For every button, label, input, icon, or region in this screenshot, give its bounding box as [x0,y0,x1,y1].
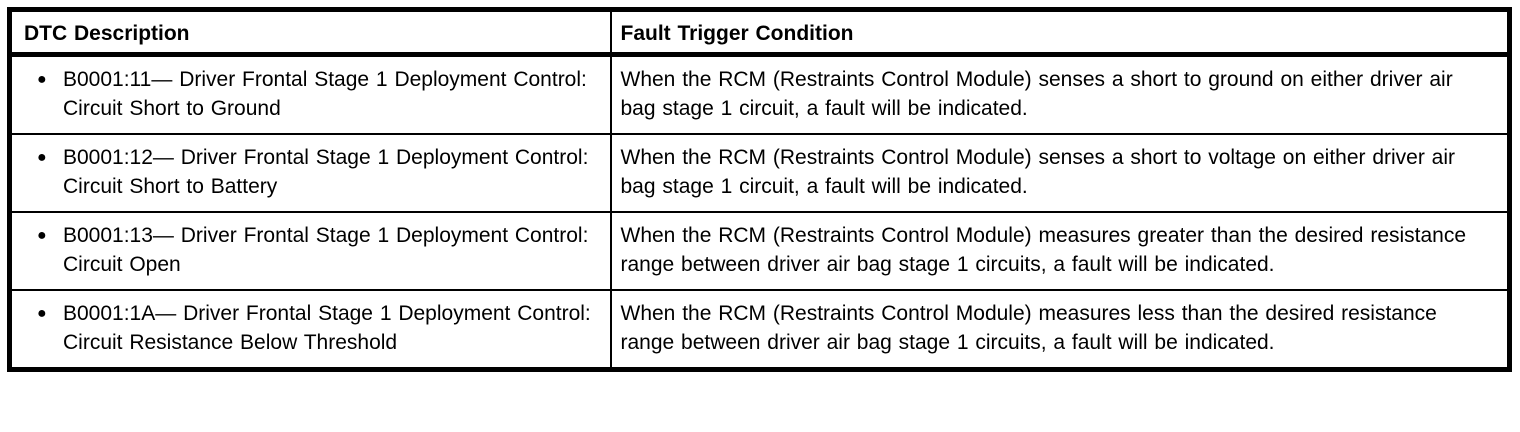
dtc-line: ● B0001:11— Driver Frontal Stage 1 Deploy… [37,65,602,123]
table-body: ● B0001:11— Driver Frontal Stage 1 Deploy… [9,53,1510,370]
bullet-icon: ● [37,227,47,244]
column-header-dtc-description: DTC Description [9,9,612,57]
fault-trigger-condition-cell: When the RCM (Restraints Control Module)… [610,211,1510,290]
bullet-icon: ● [37,71,47,88]
dtc-line: ● B0001:12— Driver Frontal Stage 1 Deploy… [37,143,602,201]
bullet-icon: ● [37,305,47,322]
dtc-description-cell: ● B0001:12— Driver Frontal Stage 1 Deploy… [9,133,612,212]
dtc-line: ● B0001:1A— Driver Frontal Stage 1 Deploy… [37,299,602,357]
table-row: ● B0001:12— Driver Frontal Stage 1 Deploy… [9,133,1510,212]
table-row: ● B0001:1A— Driver Frontal Stage 1 Deploy… [9,289,1510,370]
fault-trigger-condition-cell: When the RCM (Restraints Control Module)… [610,53,1510,134]
dtc-description-cell: ● B0001:1A— Driver Frontal Stage 1 Deploy… [9,289,612,370]
dtc-description-cell: ● B0001:11— Driver Frontal Stage 1 Deploy… [9,53,612,134]
dtc-description-text: B0001:12— Driver Frontal Stage 1 Deploym… [63,146,589,198]
column-header-fault-trigger-condition: Fault Trigger Condition [610,9,1510,57]
table-row: ● B0001:13— Driver Frontal Stage 1 Deploy… [9,211,1510,290]
table-header: DTC Description Fault Trigger Condition [9,9,1510,57]
dtc-fault-table: DTC Description Fault Trigger Condition … [7,7,1512,372]
dtc-description-text: B0001:11— Driver Frontal Stage 1 Deploym… [63,68,587,120]
dtc-description-text: B0001:1A— Driver Frontal Stage 1 Deploym… [63,302,591,354]
fault-trigger-condition-cell: When the RCM (Restraints Control Module)… [610,133,1510,212]
table-row: ● B0001:11— Driver Frontal Stage 1 Deploy… [9,53,1510,134]
fault-trigger-condition-cell: When the RCM (Restraints Control Module)… [610,289,1510,370]
dtc-description-text: B0001:13— Driver Frontal Stage 1 Deploym… [63,224,589,276]
dtc-line: ● B0001:13— Driver Frontal Stage 1 Deploy… [37,221,602,279]
dtc-description-cell: ● B0001:13— Driver Frontal Stage 1 Deploy… [9,211,612,290]
bullet-icon: ● [37,149,47,166]
header-row: DTC Description Fault Trigger Condition [9,9,1510,57]
